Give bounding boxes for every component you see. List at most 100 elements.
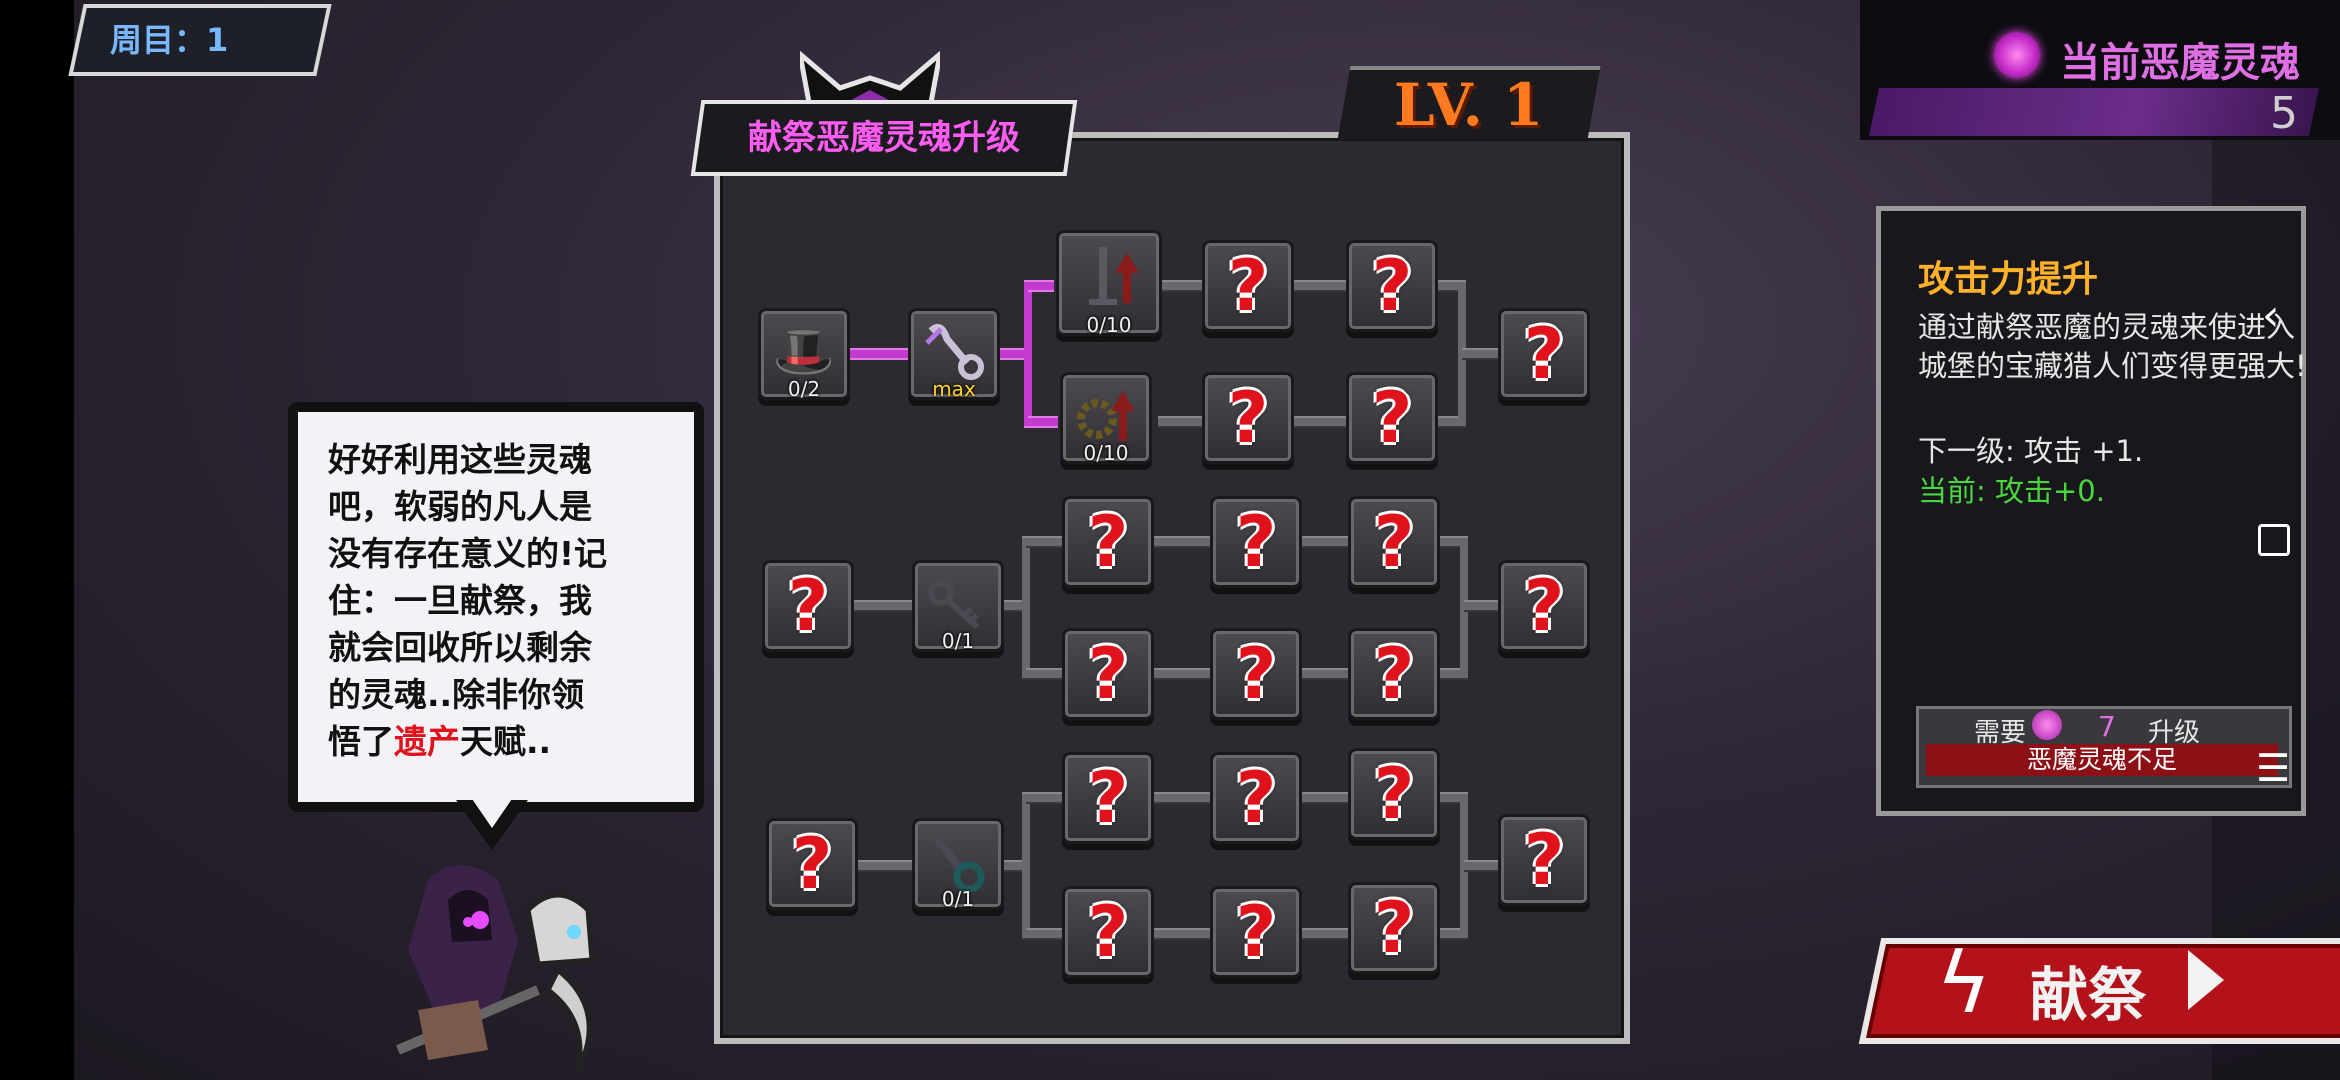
left-black-bar	[0, 0, 74, 1080]
speech-bubble: 好好利用这些灵魂 吧，软弱的凡人是 没有存在意义的!记 住：一旦献祭，我 就会回…	[288, 402, 704, 812]
upgrade-node-key[interactable]: max	[908, 308, 1000, 401]
locked-node[interactable]	[1210, 886, 1302, 978]
locked-node[interactable]	[1062, 628, 1154, 720]
current-effect: 当前: 攻击+0.	[1918, 474, 2105, 508]
locked-node[interactable]	[1202, 240, 1294, 332]
connector-line	[1434, 928, 1464, 940]
locked-node[interactable]	[1498, 814, 1590, 906]
connector-line	[1296, 792, 1348, 804]
connector-line	[998, 860, 1026, 872]
connector-line	[1288, 280, 1346, 292]
speech-line: 吧，软弱的凡人是	[328, 487, 592, 526]
upgrade-node-key-locked[interactable]: 0/1	[912, 560, 1004, 653]
node-progress: max	[932, 377, 976, 401]
upgrade-description: 通过献祭恶魔的灵魂来使进入城堡的宝藏猎人们变得更强大!	[1918, 310, 2307, 383]
connector-line	[852, 600, 912, 612]
connector-line	[1022, 792, 1030, 940]
node-progress: 0/10	[1086, 313, 1132, 337]
locked-node[interactable]	[766, 818, 858, 910]
speech-text: 好好利用这些灵魂 吧，软弱的凡人是 没有存在意义的!记 住：一旦献祭，我 就会回…	[328, 436, 658, 765]
demon-soul-icon	[2032, 710, 2062, 740]
soul-counter-bar	[1868, 88, 2320, 136]
demon-soul-icon	[1994, 32, 2040, 78]
locked-node[interactable]	[1062, 886, 1154, 978]
sword-up-icon	[1089, 247, 1139, 305]
locked-node[interactable]	[1348, 496, 1440, 588]
node-progress: 0/2	[787, 377, 821, 401]
connector-line	[1296, 928, 1348, 940]
upgrade-node-attack-base[interactable]: 🎩 0/2	[758, 308, 850, 401]
next-level-effect: 下一级: 攻击 +1.	[1918, 434, 2144, 468]
connector-line	[1434, 536, 1464, 548]
gear-up-icon	[1077, 391, 1135, 441]
soul-count-value: 5	[2270, 88, 2298, 139]
level-badge: LV. 1	[1337, 66, 1601, 140]
connector-line	[1026, 928, 1062, 940]
round-badge: 周目：1	[68, 4, 332, 76]
insufficient-souls-warning: 恶魔灵魂不足	[1926, 744, 2278, 776]
upgrade-node-gear-attack[interactable]: 0/10	[1060, 372, 1152, 465]
locked-node[interactable]	[1210, 628, 1302, 720]
key-icon	[925, 323, 984, 380]
connector-line	[856, 860, 912, 872]
connector-line	[1464, 860, 1498, 872]
locked-node[interactable]	[1202, 372, 1294, 464]
panel-title-tab: 献祭恶魔灵魂升级	[690, 100, 1078, 176]
connector-line	[1028, 416, 1058, 428]
hat-icon: 🎩	[772, 322, 836, 380]
connector-line	[1148, 928, 1210, 940]
locked-node[interactable]	[1498, 308, 1590, 400]
locked-node[interactable]	[1346, 240, 1438, 332]
speech-line: 住：一旦献祭，我	[328, 581, 592, 620]
connector-line	[1026, 536, 1062, 548]
menu-nav-icon[interactable]: ☰	[2256, 746, 2291, 790]
locked-node[interactable]	[1348, 628, 1440, 720]
connector-line	[1296, 668, 1348, 680]
home-nav-icon[interactable]	[2258, 524, 2290, 556]
locked-node[interactable]	[1498, 560, 1590, 652]
node-progress: 0/1	[941, 629, 975, 653]
connector-line	[846, 348, 910, 360]
speech-fragment: 悟了	[328, 722, 394, 761]
key-icon	[928, 580, 980, 630]
speech-bubble-tail-inner	[470, 796, 514, 828]
demon-character-icon	[396, 865, 595, 1072]
upgrade-node-sword-attack[interactable]: 0/10	[1056, 230, 1162, 337]
connector-line	[1462, 348, 1498, 360]
locked-node[interactable]	[1348, 882, 1440, 974]
connector-line	[1434, 792, 1464, 804]
connector-line	[1148, 668, 1210, 680]
locked-node[interactable]	[1346, 372, 1438, 464]
panel-title: 献祭恶魔灵魂升级	[748, 118, 1020, 158]
back-nav-icon[interactable]: ‹	[2262, 290, 2280, 341]
upgrade-node-wrench-locked[interactable]: 0/1	[912, 818, 1004, 911]
speech-line: 就会回收所以剩余	[328, 628, 592, 667]
cost-label: 需要	[1974, 718, 2027, 748]
speech-line: 没有存在意义的!记	[328, 534, 608, 573]
connector-line	[1296, 536, 1348, 548]
connector-line	[1432, 280, 1462, 292]
sacrifice-label: 献祭	[2030, 961, 2147, 1029]
connector-line	[1026, 668, 1062, 680]
demon-sigil-icon: ϟ	[1936, 934, 1992, 1032]
wrench-icon	[933, 836, 985, 893]
locked-node[interactable]	[1210, 496, 1302, 588]
node-progress: 0/1	[941, 887, 975, 911]
locked-node[interactable]	[1348, 748, 1440, 840]
locked-node[interactable]	[1210, 752, 1302, 844]
connector-line	[998, 600, 1026, 612]
cost-amount: 7	[2098, 710, 2116, 743]
connector-line	[1148, 536, 1210, 548]
connector-line	[996, 348, 1028, 360]
locked-node[interactable]	[762, 560, 854, 652]
connector-line	[1158, 416, 1202, 428]
locked-node[interactable]	[1062, 496, 1154, 588]
connector-line	[1288, 416, 1346, 428]
connector-line	[1432, 416, 1462, 428]
connector-line	[1148, 792, 1210, 804]
upgrade-title: 攻击力提升	[1918, 259, 2099, 300]
locked-node[interactable]	[1062, 752, 1154, 844]
speech-fragment: 天赋..	[460, 722, 552, 761]
speech-line: 悟了遗产天赋..	[328, 718, 658, 765]
